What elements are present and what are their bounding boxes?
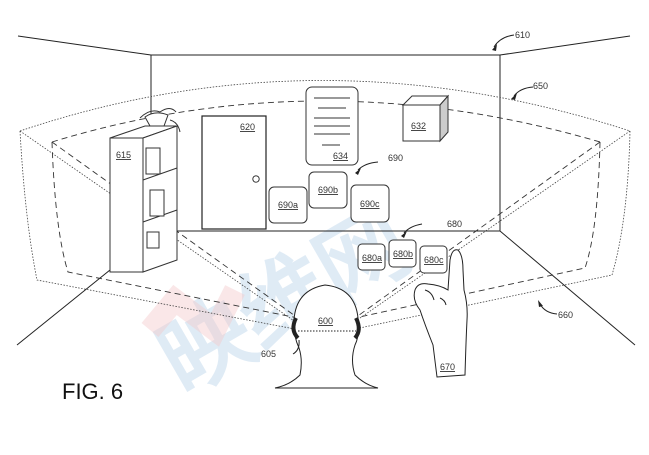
item-680b-box[interactable] [388, 239, 417, 268]
leader-690 [357, 161, 379, 171]
fov-inner-ray-right [354, 141, 601, 319]
user-head [274, 284, 379, 389]
ceiling-right-edge [499, 35, 631, 56]
fov-inner-right [354, 141, 601, 319]
label-690: 690 [388, 153, 403, 163]
label-634: 634 [333, 151, 348, 161]
virtual-cube [401, 94, 450, 143]
label-690a: 690a [278, 200, 298, 210]
item-690c-box[interactable] [350, 184, 390, 223]
label-610: 610 [515, 30, 530, 40]
leader-680 [403, 223, 423, 234]
arrowhead-650 [511, 93, 517, 100]
label-680b: 680b [393, 249, 413, 259]
floor-left-edge [16, 269, 111, 346]
hand-outline [413, 249, 468, 378]
leader-650 [513, 86, 534, 97]
books-1 [145, 147, 161, 175]
label-690c: 690c [360, 199, 380, 209]
label-600: 600 [318, 316, 333, 326]
label-620: 620 [240, 122, 255, 132]
plant-leaves [139, 108, 181, 133]
label-632: 632 [411, 121, 426, 131]
item-680a-box[interactable] [357, 243, 386, 271]
label-670: 670 [440, 362, 455, 372]
head-outline [274, 284, 379, 389]
watermark-logo [141, 284, 245, 347]
label-650: 650 [533, 81, 548, 91]
virtual-document [305, 86, 359, 166]
item-690b-box[interactable] [308, 171, 348, 209]
arrowhead-660 [538, 300, 543, 307]
books-2 [149, 189, 165, 217]
label-660: 660 [558, 310, 573, 320]
arrowhead-680 [401, 231, 407, 238]
figure-title: FIG. 6 [62, 379, 123, 404]
user-hand [413, 249, 468, 378]
arrowhead-690 [355, 168, 361, 175]
ceiling-left-edge [17, 35, 152, 56]
plant-pot [144, 112, 169, 127]
item-680c-box[interactable] [419, 245, 448, 274]
bookshelf [109, 108, 181, 273]
floor-right-edge [499, 230, 636, 346]
hand-details [424, 289, 447, 306]
label-680: 680 [447, 219, 462, 229]
fov-outer-right [349, 130, 631, 331]
field-of-view-650 [19, 80, 631, 331]
right-headphone [353, 317, 361, 340]
door [201, 115, 267, 230]
menu-680 [357, 239, 448, 274]
leader-605 [292, 339, 300, 355]
label-690b: 690b [318, 185, 338, 195]
fov-outer-top [19, 80, 631, 132]
fov-inner-left [51, 141, 299, 319]
menu-690 [268, 171, 390, 224]
leader-610 [493, 34, 515, 48]
left-headphone [291, 317, 300, 340]
label-680a: 680a [362, 253, 382, 263]
label-605: 605 [261, 349, 276, 359]
fov-outer-left [19, 130, 301, 331]
label-680c: 680c [424, 255, 444, 265]
door-knob [252, 175, 260, 183]
label-615: 615 [116, 150, 131, 160]
item-690a-box[interactable] [268, 186, 308, 224]
room-outline [16, 35, 636, 346]
books-3 [146, 231, 160, 249]
door-panel [201, 115, 267, 230]
cube-side [439, 94, 449, 143]
arrowhead-610 [492, 44, 497, 51]
